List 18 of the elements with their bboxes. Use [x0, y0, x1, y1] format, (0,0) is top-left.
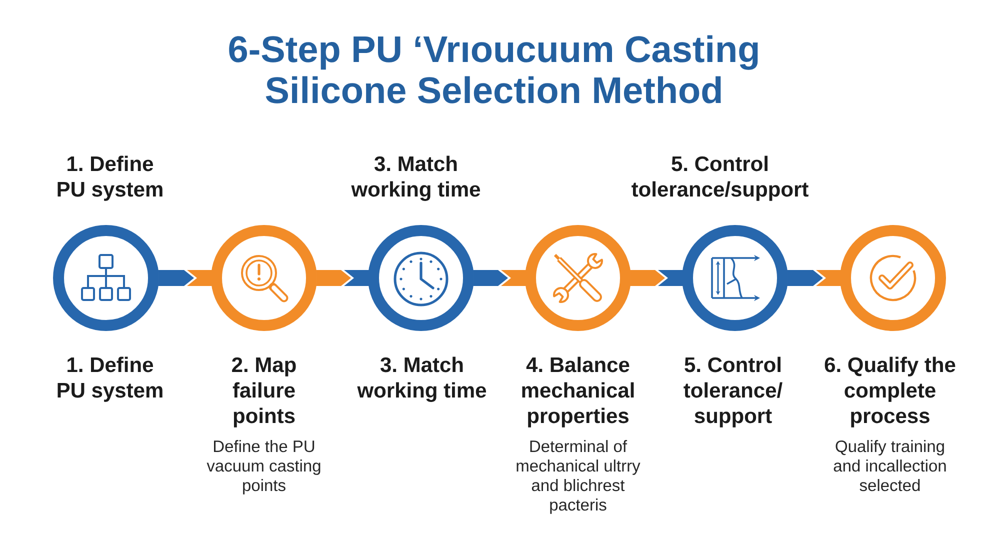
step-description: Define the PU vacuum casting points — [206, 440, 320, 494]
step-heading: 6. Qualify the complete process — [824, 356, 956, 428]
arrow — [787, 270, 841, 286]
step-heading: 3. Match working time — [351, 156, 480, 201]
step-heading: 1. Define PU system — [58, 156, 162, 201]
step-description: Determinal of mechanical ultrry and blichrest pacteris — [516, 440, 640, 514]
arrow — [158, 270, 212, 286]
step-description: Qualify training and incallection selected — [834, 440, 946, 492]
step-heading: 1. Define PU system — [58, 356, 162, 402]
step-heading: 5. Control tolerance/support — [632, 156, 808, 201]
arrow — [630, 270, 683, 286]
arrow — [316, 270, 369, 286]
title: 6-Step PU ‘Vrıoucuum Casting Silicone Selection Method — [229, 35, 758, 104]
step-heading: 5. Control tolerance/ support — [684, 356, 782, 428]
step-heading: 3. Match working time — [357, 356, 486, 402]
step-heading: 4. Balance mechanical properties — [522, 356, 634, 428]
step-heading: 2. Map failure points — [232, 357, 296, 428]
arrow — [473, 270, 526, 286]
